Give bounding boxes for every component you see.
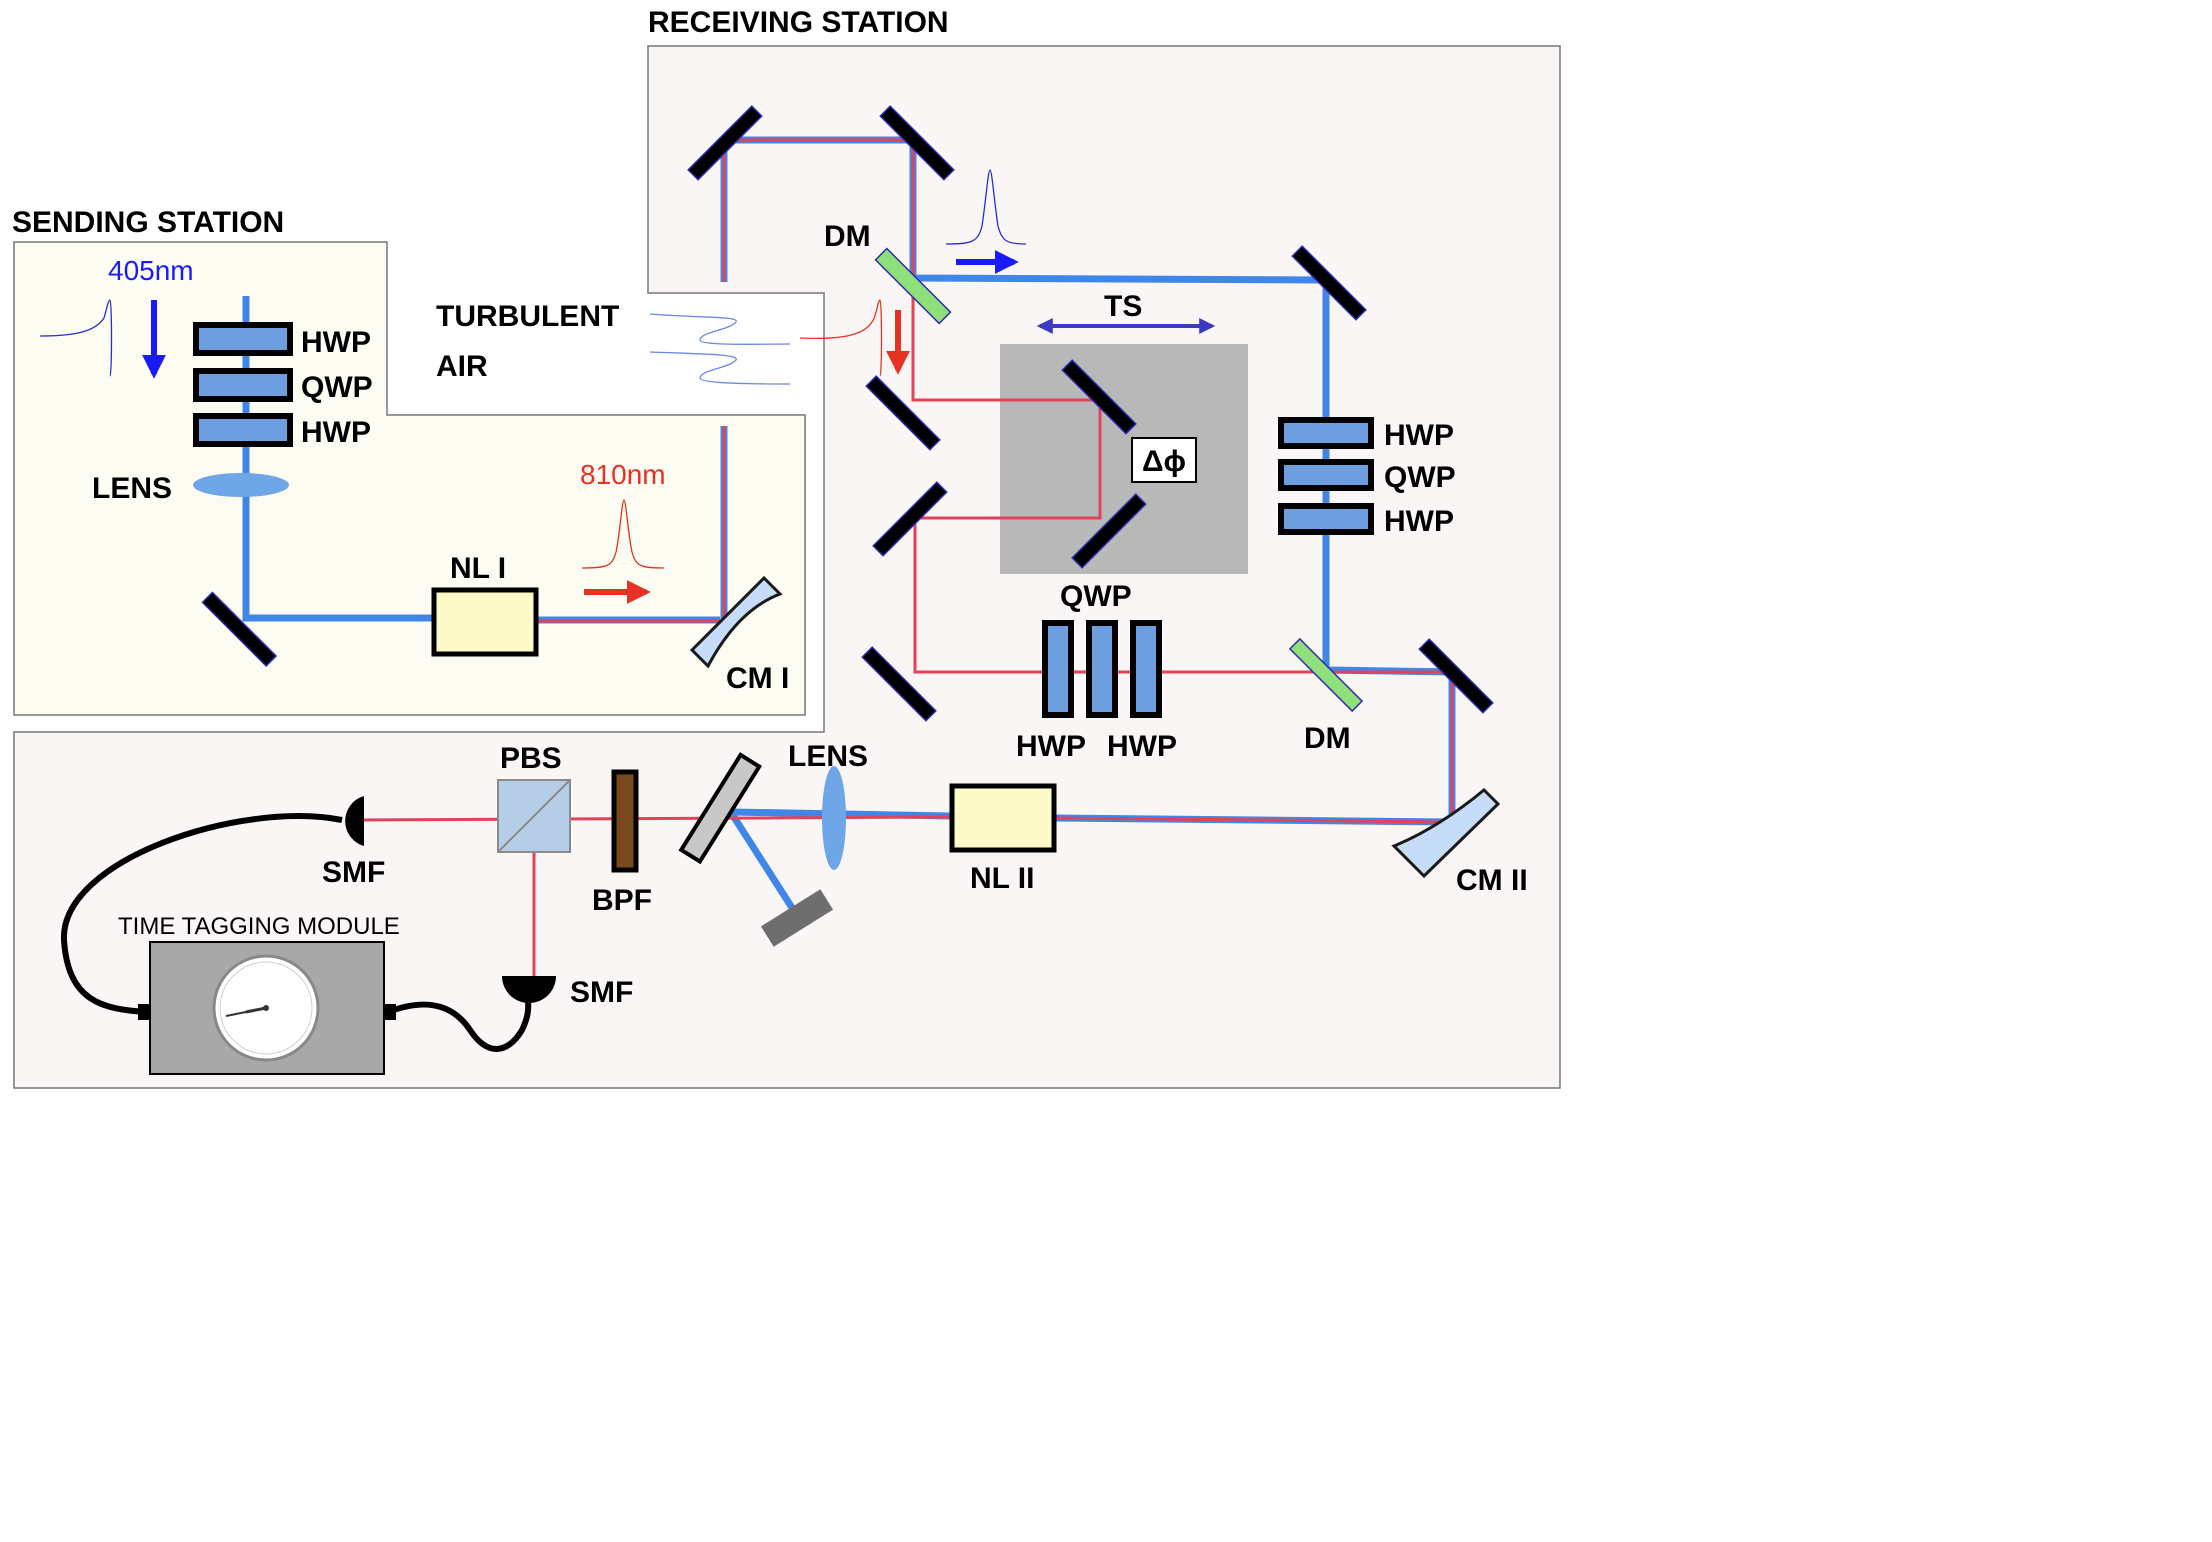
ttm-port-left <box>138 1004 150 1020</box>
smf1-label: SMF <box>322 856 385 889</box>
bandpass-filter <box>611 769 639 873</box>
signal-pulse-icon <box>581 499 665 604</box>
hwp-receiving-2-label: HWP <box>1384 505 1454 538</box>
ttm-label: TIME TAGGING MODULE <box>118 913 400 940</box>
receiving-pump-pulse-icon <box>945 169 1027 274</box>
ts-label: TS <box>1104 290 1142 323</box>
hwp-receiving-1 <box>1278 417 1374 449</box>
turbulent-label: TURBULENT <box>436 300 619 333</box>
mirror-bottom-right <box>1418 638 1494 714</box>
clock-icon <box>212 954 320 1062</box>
mirror-delay-in <box>865 375 941 451</box>
hwp-sending-2 <box>193 413 293 447</box>
qwp-middle-label: QWP <box>1060 580 1132 613</box>
mirror-stage-top <box>1061 359 1137 435</box>
pbs-label: PBS <box>500 742 562 775</box>
hwp-sending-2-label: HWP <box>301 416 371 449</box>
hwp-receiving-2 <box>1278 503 1374 535</box>
lens-bottom-label: LENS <box>788 740 868 773</box>
smf2-label: SMF <box>570 976 633 1009</box>
smf-detector-1 <box>345 796 364 846</box>
signal-beam-sending <box>538 426 726 623</box>
qwp-receiving-label: QWP <box>1384 461 1456 494</box>
mirror-delay-mid <box>872 481 948 557</box>
nl2-label: NL II <box>970 862 1034 895</box>
mirror-receive-top-left <box>687 105 763 181</box>
dichroic-mirror-right <box>1288 637 1364 713</box>
smf-detector-2 <box>502 976 556 1003</box>
bpf-label: BPF <box>592 884 652 917</box>
lens-bottom <box>822 766 846 870</box>
curved-mirror-1 <box>689 575 783 669</box>
ttm-port-right <box>384 1004 396 1020</box>
signal-wavelength-label: 810nm <box>580 459 666 490</box>
pump-wavelength-label: 405nm <box>108 255 194 286</box>
mirror-delay-out <box>861 646 937 722</box>
nonlinear-crystal-2 <box>949 783 1057 853</box>
polarizing-beam-splitter <box>497 779 571 853</box>
curved-mirror-2 <box>1391 787 1501 879</box>
receiving-station-title: RECEIVING STATION <box>648 6 949 39</box>
mirror-sending <box>201 591 278 668</box>
lens-sending <box>193 473 289 497</box>
phase-label: Δϕ <box>1142 445 1186 478</box>
receiving-station-panel <box>13 45 1561 1089</box>
tilted-plate <box>678 752 762 865</box>
hwp-middle-1 <box>1042 620 1074 718</box>
qwp-sending-label: QWP <box>301 371 373 404</box>
mirror-receive-right <box>1291 245 1367 321</box>
translation-stage <box>1000 344 1248 574</box>
dm-right-label: DM <box>1304 722 1351 755</box>
phase-box <box>1131 437 1197 483</box>
lens-sending-label: LENS <box>92 472 172 505</box>
beam-dump <box>760 889 834 947</box>
nl1-label: NL I <box>450 552 506 585</box>
hwp-middle-2 <box>1130 620 1162 718</box>
cable-2 <box>386 999 532 1052</box>
nonlinear-crystal-1 <box>431 587 539 657</box>
hwp-receiving-1-label: HWP <box>1384 419 1454 452</box>
pump-pulse-icon <box>39 299 166 379</box>
cm2-label: CM II <box>1456 864 1528 897</box>
setup-diagram: RECEIVING STATION SENDING STATION TS DM … <box>12 6 1561 1089</box>
hwp-middle-1-label: HWP <box>1016 730 1086 763</box>
cm1-label: CM I <box>726 662 789 695</box>
qwp-middle <box>1086 620 1118 718</box>
qwp-sending <box>193 368 293 402</box>
hwp-sending-1-label: HWP <box>301 326 371 359</box>
mirror-receive-top-right <box>879 105 955 181</box>
hwp-sending-1 <box>193 322 293 356</box>
receiving-signal-pulse-icon <box>799 299 910 377</box>
qwp-receiving <box>1278 459 1374 491</box>
cable-1 <box>60 813 343 1015</box>
turbulence-waves <box>649 313 791 385</box>
air-label: AIR <box>436 350 488 383</box>
hwp-middle-2-label: HWP <box>1107 730 1177 763</box>
sending-station-title: SENDING STATION <box>12 206 284 239</box>
dm-top-label: DM <box>824 220 871 253</box>
mirror-stage-bottom <box>1071 493 1147 569</box>
dichroic-mirror-top <box>874 247 952 325</box>
